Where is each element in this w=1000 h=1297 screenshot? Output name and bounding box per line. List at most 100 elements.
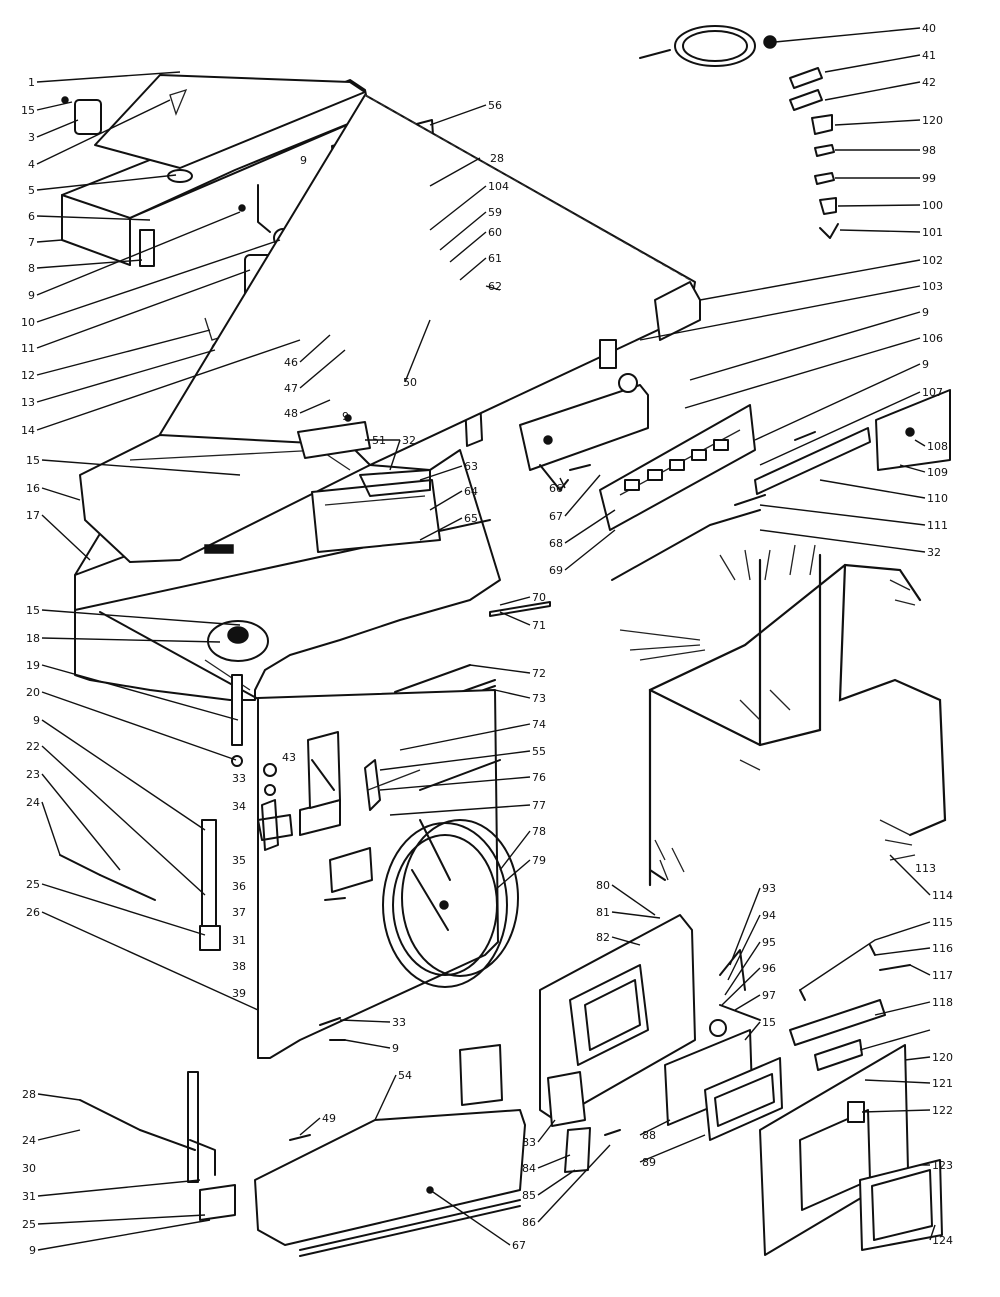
callout-120b: 120: [932, 1051, 953, 1064]
callout-102: 102: [922, 254, 943, 267]
callout-19: 19: [26, 659, 40, 672]
callout-108: 108: [927, 440, 948, 453]
callout-74: 74: [532, 718, 546, 731]
callout-114: 114: [932, 889, 953, 902]
callout-9c: 9: [29, 1244, 36, 1257]
callout-14: 14: [21, 424, 35, 437]
wiring-harness: [619, 544, 947, 887]
callout-88: 88: [642, 1129, 656, 1142]
callout-96: 96: [762, 962, 776, 975]
callout-101: 101: [922, 226, 943, 239]
callout-64: 64: [464, 485, 478, 498]
callout-31: 31: [22, 1190, 36, 1203]
callout-40: 40: [922, 22, 936, 35]
callout-3: 3: [28, 131, 35, 144]
callout-36: 36: [232, 880, 246, 893]
callout-28b: 28: [490, 152, 504, 165]
callout-25b: 25: [22, 1218, 36, 1231]
callout-99: 99: [922, 172, 936, 185]
callout-42: 42: [922, 76, 936, 89]
callout-121: 121: [932, 1077, 953, 1090]
callout-31b: 31: [232, 934, 246, 947]
callout-81: 81: [596, 906, 610, 919]
callout-95: 95: [762, 936, 776, 949]
callout-93: 93: [762, 882, 776, 895]
callout-110: 110: [927, 492, 948, 505]
callout-9f: 9: [392, 1042, 399, 1055]
callout-47: 47: [284, 382, 298, 395]
callout-123: 123: [932, 1159, 953, 1172]
callout-67: 67: [512, 1239, 526, 1252]
callout-70: 70: [532, 591, 546, 604]
callout-71: 71: [532, 619, 546, 632]
callout-72: 72: [532, 667, 546, 680]
callout-80: 80: [596, 879, 610, 892]
callout-85: 85: [522, 1189, 536, 1202]
callout-69: 69: [549, 564, 563, 577]
callout-15b: 15: [26, 454, 40, 467]
callout-94: 94: [762, 909, 776, 922]
callout-43: 43: [282, 751, 296, 764]
callout-65: 65: [464, 512, 478, 525]
callouts-left: 1 15 3 4 5 6 7 8 9 10 11 12 13 14 15 16 …: [21, 76, 40, 1257]
callout-62: 62: [488, 280, 502, 293]
callout-9h: 9: [922, 358, 929, 371]
top-right-parts: [639, 25, 839, 239]
door-assembly-right: [759, 944, 943, 1256]
callout-55: 55: [532, 745, 546, 758]
callout-117: 117: [932, 969, 953, 982]
callout-78: 78: [532, 825, 546, 838]
callout-34: 34: [232, 800, 246, 813]
callout-59: 59: [488, 206, 502, 219]
callout-50: 50: [403, 376, 417, 389]
callout-84: 84: [522, 1162, 536, 1175]
callout-63: 63: [464, 460, 478, 473]
callout-67b: 67: [549, 510, 563, 523]
callout-68: 68: [549, 537, 563, 550]
callout-51: 51: [372, 434, 386, 447]
callout-106: 106: [922, 332, 943, 345]
callout-115: 115: [932, 916, 953, 929]
callout-17: 17: [26, 509, 40, 522]
callout-48: 48: [284, 407, 298, 420]
callout-46: 46: [284, 356, 298, 369]
callout-89: 89: [642, 1156, 656, 1169]
callout-111: 111: [927, 519, 948, 532]
callout-66: 66: [549, 482, 563, 495]
callout-11: 11: [21, 342, 35, 355]
callout-107: 107: [922, 386, 943, 399]
callout-56: 56: [488, 99, 502, 112]
callout-116: 116: [932, 942, 953, 955]
callout-103: 103: [922, 280, 943, 293]
callout-37: 37: [232, 906, 246, 919]
callout-97: 97: [762, 989, 776, 1002]
callout-10: 10: [21, 316, 35, 329]
kick-panel-assembly: [79, 1044, 526, 1257]
callout-9: 9: [28, 289, 35, 302]
callout-18: 18: [26, 632, 40, 645]
callout-83: 83: [522, 1136, 536, 1149]
top-cover-assembly: [74, 94, 701, 751]
callout-73: 73: [532, 692, 546, 705]
callout-16: 16: [26, 482, 40, 495]
callout-35: 35: [232, 854, 246, 867]
callout-30: 30: [22, 1162, 36, 1175]
control-panel-right: [519, 339, 951, 581]
callout-25: 25: [26, 878, 40, 891]
callout-60: 60: [488, 226, 502, 239]
callout-100: 100: [922, 199, 943, 212]
callout-39: 39: [232, 987, 246, 1000]
callout-20: 20: [26, 686, 40, 699]
callout-23: 23: [26, 768, 40, 781]
callout-12: 12: [21, 369, 35, 382]
callout-4: 4: [28, 158, 35, 171]
callout-79: 79: [532, 854, 546, 867]
callout-1: 1: [28, 76, 35, 89]
door-assembly-center: [539, 869, 783, 1173]
callout-113: 113: [915, 862, 936, 875]
callout-15: 15: [21, 104, 35, 117]
callout-32b: 32: [927, 546, 941, 559]
callout-98: 98: [922, 144, 936, 157]
callout-7: 7: [28, 236, 35, 249]
